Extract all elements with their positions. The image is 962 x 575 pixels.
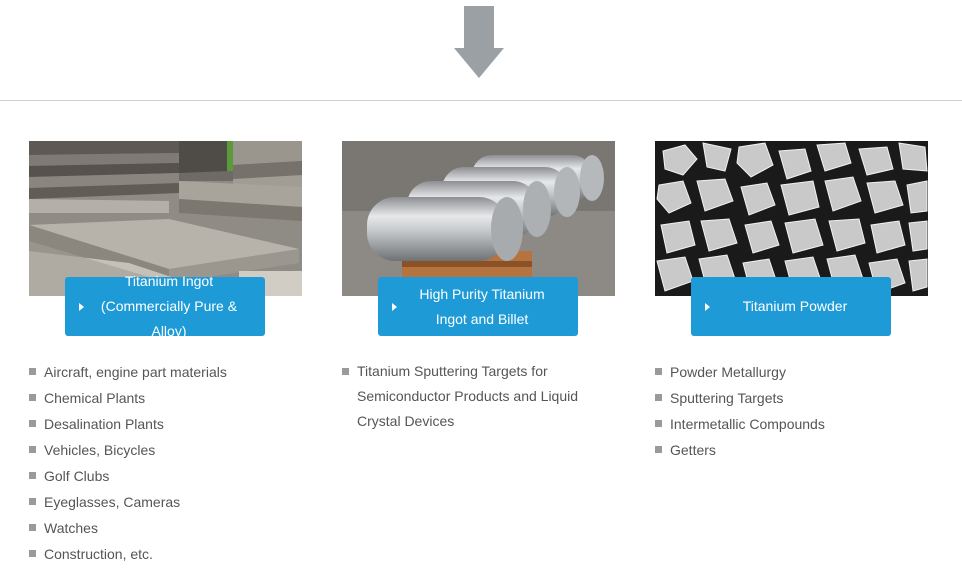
list-item: Golf Clubs: [29, 463, 302, 489]
titanium-ingot-uses: Aircraft, engine part materials Chemical…: [29, 359, 302, 567]
product-column-titanium-powder: Titanium Powder Powder Metallurgy Sputte…: [655, 141, 928, 458]
titanium-ingot-button[interactable]: Titanium Ingot (Commercially Pure & Allo…: [65, 273, 265, 339]
title-line-1: Titanium Powder: [742, 298, 848, 314]
list-item-text: Desalination Plants: [44, 416, 164, 432]
play-icon: [705, 302, 710, 311]
play-icon: [79, 302, 84, 311]
square-bullet-icon: [29, 420, 36, 427]
square-bullet-icon: [655, 368, 662, 375]
titanium-ingot-title: Titanium Ingot (Commercially Pure & Allo…: [83, 269, 255, 344]
product-column-titanium-ingot: Titanium Ingot (Commercially Pure & Allo…: [29, 141, 302, 562]
titanium-powder-title: Titanium Powder: [743, 294, 848, 319]
list-item-text: Watches: [44, 520, 98, 536]
list-item-text: Construction, etc.: [44, 546, 153, 562]
list-item: Powder Metallurgy: [655, 359, 928, 385]
high-purity-titanium-uses: Titanium Sputtering Targets for Semicond…: [342, 359, 615, 434]
list-item-text: Powder Metallurgy: [670, 364, 786, 380]
title-line-1: Titanium Ingot: [124, 273, 214, 289]
section-divider: [0, 100, 962, 101]
list-item: Watches: [29, 515, 302, 541]
list-item-text: Golf Clubs: [44, 468, 110, 484]
square-bullet-icon: [655, 420, 662, 427]
square-bullet-icon: [29, 524, 36, 531]
list-item-text: Sputtering Targets: [670, 390, 784, 406]
square-bullet-icon: [29, 498, 36, 505]
square-bullet-icon: [29, 472, 36, 479]
title-line-1: High Purity Titanium: [419, 285, 545, 302]
titanium-powder-photo: [655, 141, 928, 296]
list-item-text: Vehicles, Bicycles: [44, 442, 156, 458]
square-bullet-icon: [29, 446, 36, 453]
high-purity-titanium-photo: [342, 141, 615, 296]
square-bullet-icon: [29, 550, 36, 557]
list-item: Desalination Plants: [29, 411, 302, 437]
list-item-text: Eyeglasses, Cameras: [44, 494, 181, 510]
arrow-head: [454, 48, 504, 78]
list-item: Chemical Plants: [29, 385, 302, 411]
list-item: Vehicles, Bicycles: [29, 437, 302, 463]
list-item: Construction, etc.: [29, 541, 302, 567]
high-purity-titanium-button[interactable]: High Purity Titanium Ingot and Billet: [378, 277, 578, 336]
title-line-2: Ingot and Billet: [435, 310, 529, 327]
square-bullet-icon: [29, 368, 36, 375]
product-column-high-purity-titanium: High Purity Titanium Ingot and Billet Ti…: [342, 141, 615, 429]
list-item-text: Chemical Plants: [44, 390, 146, 406]
titanium-powder-button[interactable]: Titanium Powder: [691, 277, 891, 336]
arrow-down-icon: [454, 6, 504, 78]
list-item-text: Titanium Sputtering Targets for Semicond…: [357, 363, 579, 429]
arrow-shaft: [464, 6, 494, 48]
list-item: Titanium Sputtering Targets for Semicond…: [342, 359, 615, 434]
list-item-text: Aircraft, engine part materials: [44, 364, 227, 380]
list-item: Sputtering Targets: [655, 385, 928, 411]
list-item: Eyeglasses, Cameras: [29, 489, 302, 515]
high-purity-titanium-title: High Purity Titanium Ingot and Billet: [419, 282, 544, 332]
square-bullet-icon: [29, 394, 36, 401]
list-item: Getters: [655, 437, 928, 463]
titanium-ingot-photo: [29, 141, 302, 296]
list-item: Intermetallic Compounds: [655, 411, 928, 437]
square-bullet-icon: [342, 368, 349, 375]
list-item-text: Intermetallic Compounds: [670, 416, 825, 432]
square-bullet-icon: [655, 446, 662, 453]
square-bullet-icon: [655, 394, 662, 401]
list-item-text: Getters: [670, 442, 716, 458]
titanium-powder-uses: Powder Metallurgy Sputtering Targets Int…: [655, 359, 928, 463]
title-line-2: (Commercially Pure & Alloy): [100, 298, 238, 339]
play-icon: [392, 302, 397, 311]
list-item: Aircraft, engine part materials: [29, 359, 302, 385]
